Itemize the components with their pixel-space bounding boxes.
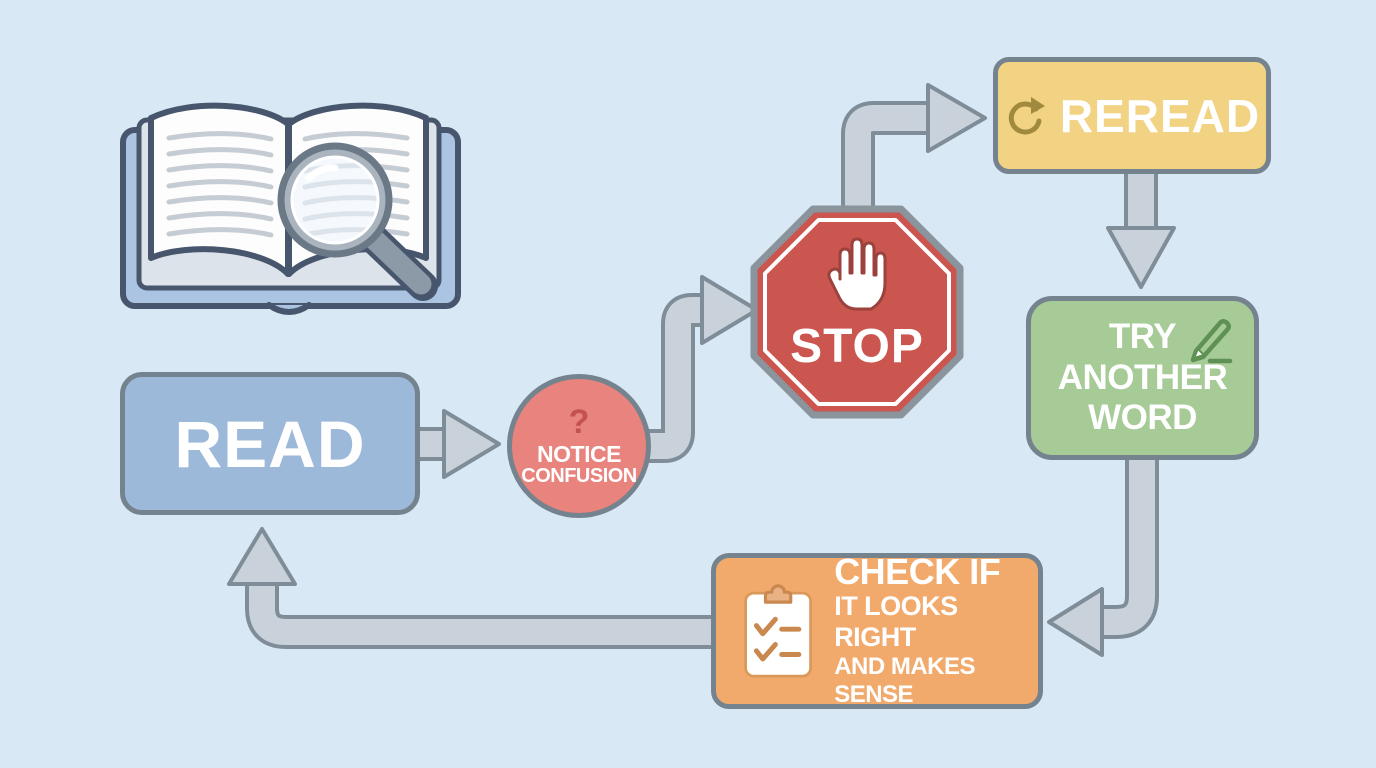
stop-octagon <box>750 205 964 419</box>
book-magnifier-illustration <box>120 102 461 315</box>
check-line1: CHECK IF <box>834 551 1001 593</box>
node-stop: STOP <box>750 205 964 419</box>
check-line3: AND MAKES SENSE <box>834 653 976 708</box>
node-read: READ <box>120 372 420 515</box>
try-line3: WORD <box>1088 398 1197 438</box>
try-line2: ANOTHER <box>1057 357 1228 397</box>
arrow-read-to-notice <box>410 409 501 479</box>
notice-line2: CONFUSION <box>521 465 637 488</box>
raised-hand-icon <box>827 237 887 311</box>
arrow-check-to-read <box>227 527 715 649</box>
arrow-reread-to-try <box>1106 170 1176 289</box>
question-mark-icon: ? <box>568 402 590 441</box>
circular-arrow-icon <box>1008 96 1045 135</box>
arrow-try-to-check <box>1047 456 1159 657</box>
notice-line1: NOTICE <box>537 440 621 467</box>
magnifying-glass-icon <box>277 142 438 301</box>
try-line1: TRY <box>1108 317 1177 357</box>
node-check: CHECK IF IT LOOKS RIGHT AND MAKES SENSE <box>711 553 1043 709</box>
reread-label: REREAD <box>1059 89 1261 142</box>
check-line2: IT LOOKS RIGHT <box>834 591 958 653</box>
node-notice-confusion: ? NOTICE CONFUSION <box>507 374 651 518</box>
arrow-stop-to-reread <box>841 83 987 214</box>
pencil-icon <box>1190 319 1233 364</box>
stop-label: STOP <box>790 320 924 373</box>
node-reread: REREAD <box>993 57 1271 174</box>
read-label: READ <box>174 406 366 481</box>
checklist-clipboard-icon <box>744 584 812 678</box>
node-try-another-word: TRY ANOTHER WORD <box>1026 296 1259 460</box>
arrow-notice-to-stop <box>638 275 759 463</box>
